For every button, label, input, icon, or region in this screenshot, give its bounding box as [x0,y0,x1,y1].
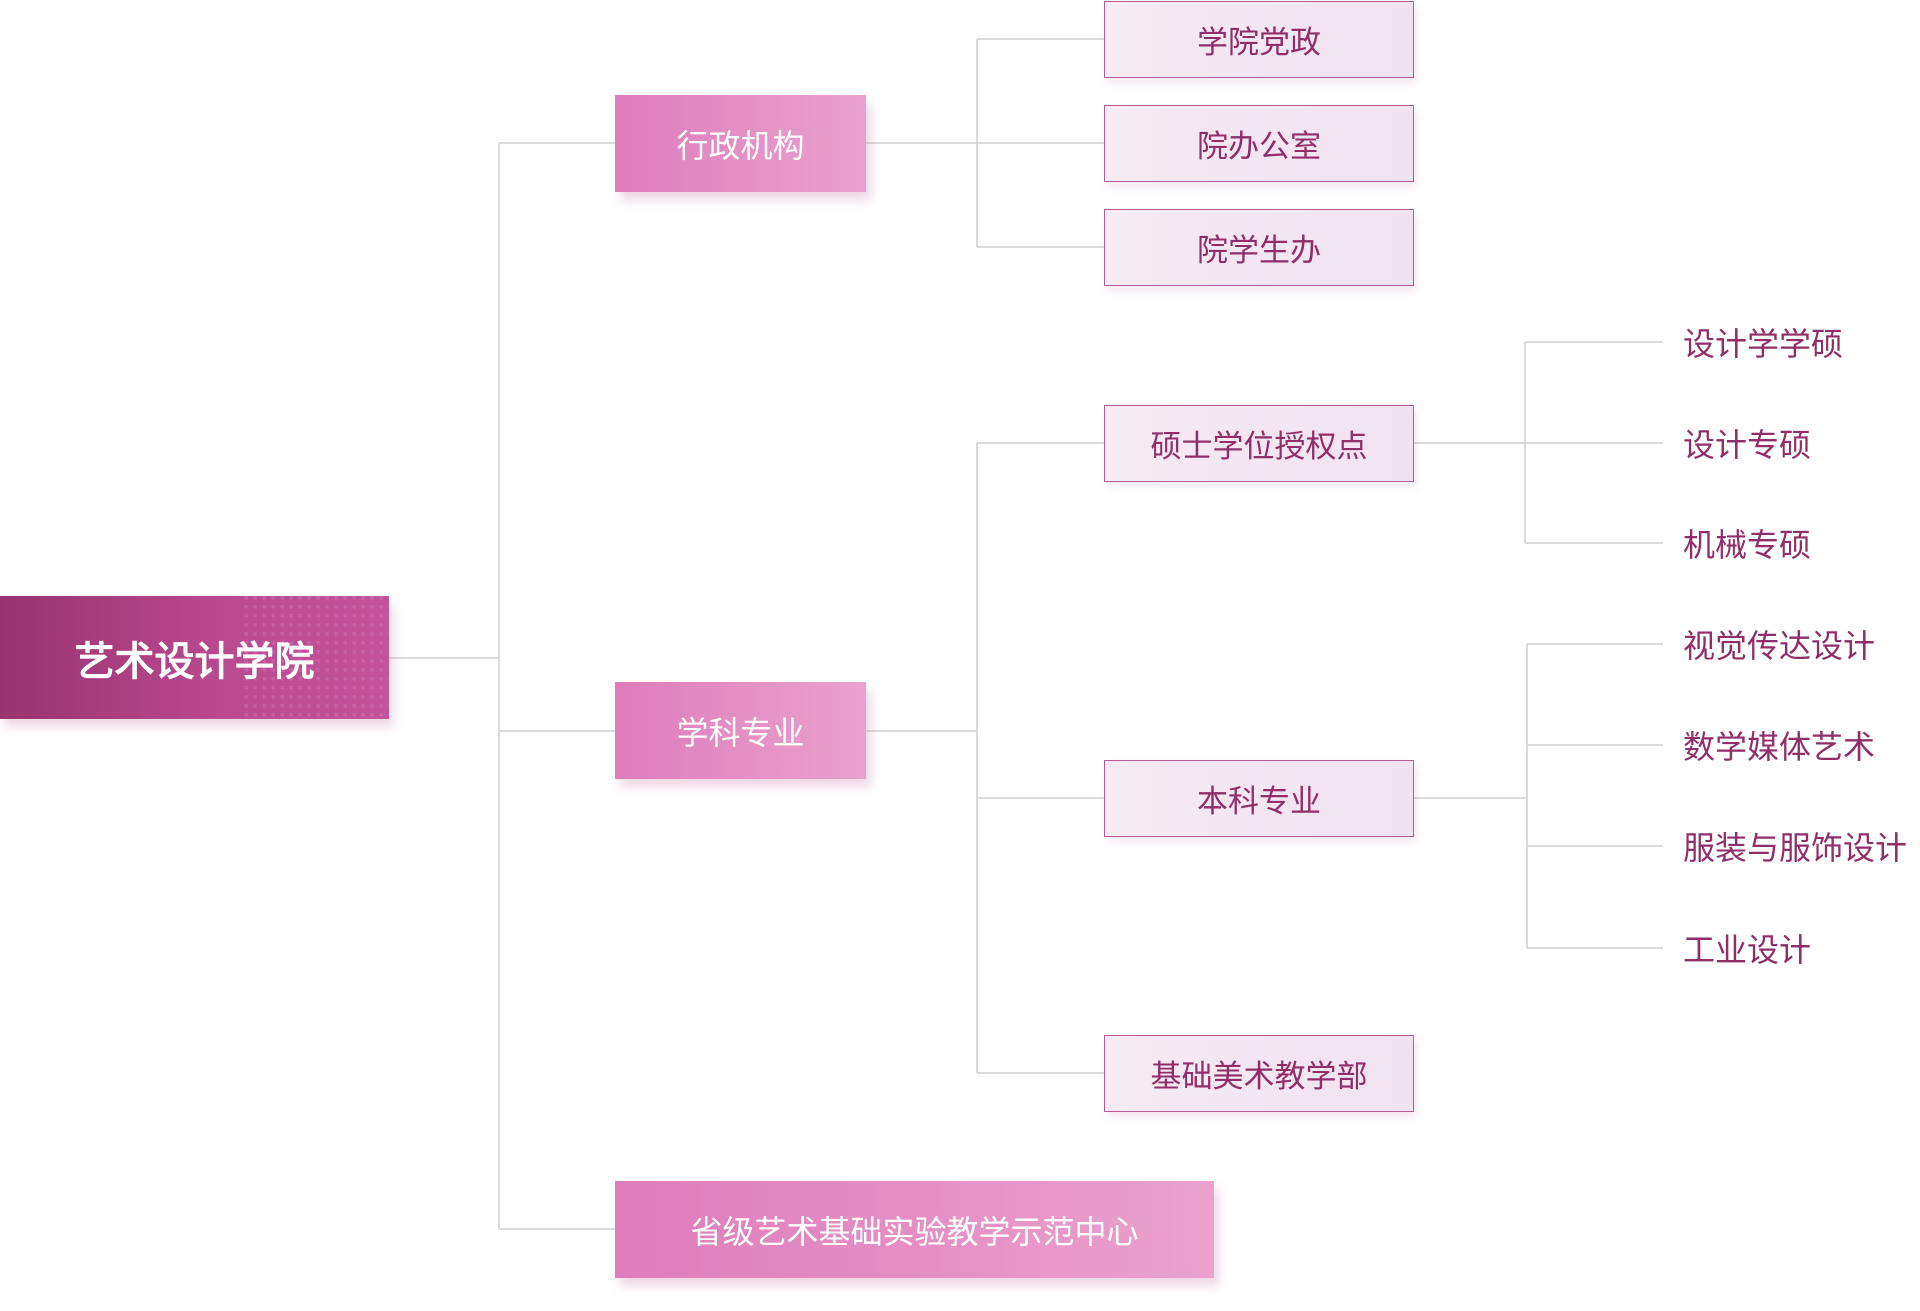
undergrad-node: 本科专业 [1104,760,1414,837]
admin-node: 行政机构 [615,95,866,192]
undergrad-leaf: 数学媒体艺术 [1683,728,1876,766]
center-label: 省级艺术基础实验教学示范中心 [690,1212,1139,1251]
admin-child-label: 院办公室 [1197,129,1321,165]
basic-art-label: 基础美术教学部 [1150,1059,1368,1095]
masters-leaf: 机械专硕 [1683,526,1812,564]
center-node: 省级艺术基础实验教学示范中心 [615,1181,1214,1278]
root-node: 艺术设计学院 [0,596,389,719]
undergrad-leaf: 工业设计 [1683,931,1812,969]
admin-child-node: 学院党政 [1104,1,1414,78]
undergrad-leaf: 视觉传达设计 [1683,627,1876,665]
masters-node: 硕士学位授权点 [1104,405,1414,482]
admin-child-node: 院办公室 [1104,105,1414,182]
discipline-label: 学科专业 [676,713,805,752]
discipline-node: 学科专业 [615,682,866,779]
masters-leaf: 设计学学硕 [1683,325,1844,363]
admin-child-label: 学院党政 [1197,25,1321,61]
root-label: 艺术设计学院 [74,638,315,685]
undergrad-leaf: 服装与服饰设计 [1683,829,1908,867]
masters-label: 硕士学位授权点 [1150,429,1368,465]
undergrad-label: 本科专业 [1197,784,1321,820]
admin-child-label: 院学生办 [1197,233,1321,269]
masters-leaf: 设计专硕 [1683,426,1812,464]
admin-child-node: 院学生办 [1104,209,1414,286]
admin-label: 行政机构 [676,126,805,165]
basic-art-node: 基础美术教学部 [1104,1035,1414,1112]
